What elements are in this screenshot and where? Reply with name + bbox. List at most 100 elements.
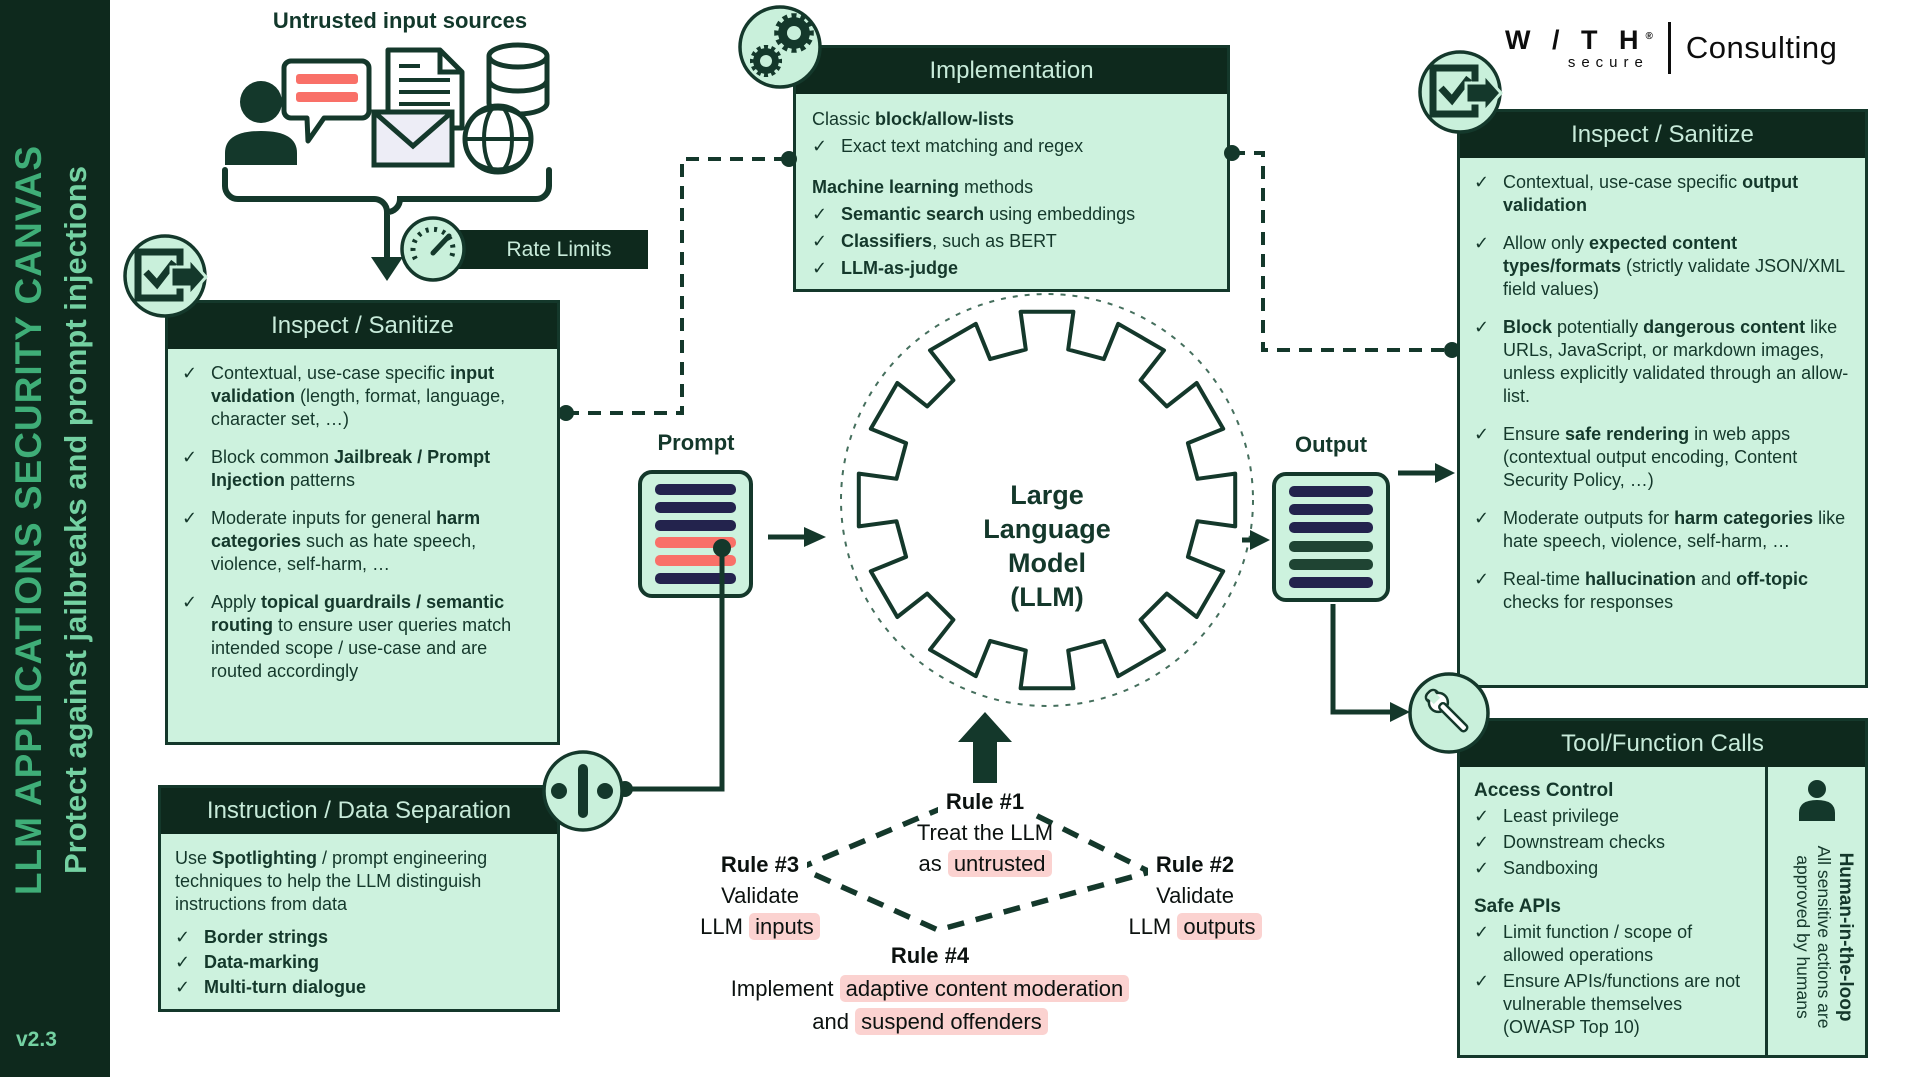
- list-item: ✓Limit function / scope of allowed opera…: [1474, 922, 1693, 965]
- access-control-heading: Access Control: [1474, 780, 1614, 801]
- prompt-document: [638, 470, 753, 598]
- list-item: ✓Real-time hallucination and off-topic c…: [1474, 569, 1809, 612]
- check-icon: ✓: [1474, 317, 1490, 337]
- list-item: ✓Block potentially dangerous content lik…: [1474, 317, 1849, 406]
- check-icon: ✓: [182, 592, 198, 612]
- text-line-navy: [1289, 504, 1373, 516]
- check-icon: ✓: [1474, 806, 1490, 826]
- globe-icon: [462, 103, 534, 175]
- check-icon: ✓: [175, 977, 191, 997]
- implementation-ml-list: ✓Semantic search using embeddings ✓Class…: [812, 203, 1211, 280]
- safe-apis-heading: Safe APIs: [1474, 896, 1561, 917]
- brand-wth: W / T H: [1505, 25, 1646, 55]
- instruction-checklist: ✓Border strings ✓Data-marking ✓Multi-tur…: [175, 926, 543, 999]
- email-icon: [371, 109, 455, 168]
- output-label: Output: [1294, 432, 1368, 457]
- text-line-navy: [1289, 576, 1373, 588]
- text-line-green: [1289, 540, 1373, 552]
- person-icon: [1798, 780, 1835, 821]
- text-line-navy: [655, 572, 736, 584]
- human-in-the-loop-text: All sensitive actions are approved by hu…: [1792, 845, 1834, 1029]
- check-icon: ✓: [182, 508, 198, 528]
- sidebar: [0, 0, 110, 1077]
- text-line-navy: [655, 501, 736, 513]
- list-item: ✓Sandboxing: [1474, 858, 1599, 878]
- withsecure-wordmark: W / T H® secure: [1505, 25, 1653, 71]
- check-icon: ✓: [1474, 569, 1490, 589]
- rule-1: Rule #1 Treat the LLM as untrusted: [865, 786, 1105, 879]
- human-in-the-loop-rotated-text: Human-in-the-loop All sensitive actions …: [1778, 821, 1856, 1053]
- rule-4: Rule #4 Implement adaptive content moder…: [710, 939, 1150, 1038]
- check-icon: ✓: [175, 927, 191, 947]
- check-icon: ✓: [182, 447, 198, 467]
- check-icon: ✓: [1474, 172, 1490, 192]
- check-icon: ✓: [1474, 971, 1490, 991]
- check-icon: ✓: [1474, 858, 1490, 878]
- withsecure-consulting-logo: W / T H® secure Consulting: [1505, 22, 1837, 74]
- sidebar-rotated-text: LLM APPLICATIONS SECURITY CANVAS Protect…: [5, 70, 105, 970]
- inspect-sanitize-input-box: Inspect / Sanitize ✓Contextual, use-case…: [165, 300, 560, 745]
- list-item: ✓Ensure APIs/functions are not vulnerabl…: [1474, 971, 1741, 1037]
- text-line-navy: [1289, 522, 1373, 534]
- check-icon: ✓: [812, 258, 828, 278]
- check-icon: ✓: [175, 952, 191, 972]
- check-icon: ✓: [1474, 508, 1490, 528]
- canvas-subtitle: Protect against jailbreaks and prompt in…: [58, 166, 93, 875]
- brand-secure: secure: [1567, 54, 1649, 71]
- safe-apis-list: ✓Limit function / scope of allowed opera…: [1474, 921, 1755, 1039]
- rule-1-label: Rule #1: [937, 786, 1033, 817]
- list-item: ✓Data-marking: [175, 952, 320, 972]
- prompt-label: Prompt: [657, 430, 735, 455]
- list-item: ✓Exact text matching and regex: [812, 136, 1084, 156]
- list-item: ✓Contextual, use-case specific output va…: [1474, 172, 1799, 215]
- text-line-navy: [655, 519, 736, 531]
- output-document: [1272, 472, 1390, 602]
- untrusted-input-sources-title: Untrusted input sources: [272, 8, 528, 33]
- inspect-input-checklist: ✓Contextual, use-case specific input val…: [182, 362, 543, 683]
- list-item: ✓Ensure safe rendering in web apps (cont…: [1474, 424, 1798, 490]
- registered-mark: ®: [1645, 31, 1653, 42]
- human-in-the-loop-heading: Human-in-the-loop: [1834, 852, 1856, 1022]
- rule-3-label: Rule #3: [712, 849, 808, 880]
- rule-3: Rule #3 Validate LLM inputs: [655, 849, 865, 942]
- check-icon: ✓: [1474, 233, 1490, 253]
- access-control-list: ✓Least privilege ✓Downstream checks ✓San…: [1474, 805, 1755, 880]
- list-item: ✓LLM-as-judge: [812, 258, 958, 278]
- text-line-navy: [1289, 486, 1373, 497]
- list-item: ✓Contextual, use-case specific input val…: [182, 363, 506, 429]
- canvas-title: LLM APPLICATIONS SECURITY CANVAS: [8, 144, 49, 896]
- inspect-sanitize-output-box: Inspect / Sanitize ✓Contextual, use-case…: [1457, 109, 1868, 688]
- rate-limits-label: Rate Limits: [450, 230, 648, 269]
- instruction-data-separation-title: Instruction / Data Separation: [161, 788, 557, 834]
- rule-2-label: Rule #2: [1147, 849, 1243, 880]
- list-item: ✓Moderate outputs for harm categories li…: [1474, 508, 1846, 551]
- instruction-intro: Use Spotlighting / prompt engineering te…: [175, 848, 488, 914]
- logo-divider: [1667, 22, 1671, 74]
- rule1-up-arrow: [958, 712, 1012, 783]
- list-item: ✓Multi-turn dialogue: [175, 977, 366, 997]
- chat-bubble-icon: [281, 58, 372, 144]
- tool-function-calls-box: Tool/Function Calls Access Control ✓Leas…: [1457, 718, 1868, 1058]
- implementation-group-heading: Machine learning methods: [812, 177, 1034, 197]
- tool-function-calls-title: Tool/Function Calls: [1460, 721, 1865, 767]
- database-icon: [486, 42, 550, 117]
- check-icon: ✓: [1474, 424, 1490, 444]
- check-icon: ✓: [812, 136, 828, 156]
- list-item: ✓Classifiers, such as BERT: [812, 231, 1057, 251]
- implementation-box: Implementation Classic block/allow-lists…: [793, 45, 1230, 292]
- user-icon: [225, 81, 297, 165]
- check-icon: ✓: [812, 231, 828, 251]
- implementation-classic-list: ✓Exact text matching and regex: [812, 135, 1211, 158]
- list-item: ✓Downstream checks: [1474, 832, 1666, 852]
- text-line-green: [1289, 558, 1373, 570]
- list-item: ✓Semantic search using embeddings: [812, 204, 1136, 224]
- implementation-group-heading: Classic block/allow-lists: [812, 109, 1015, 129]
- list-item: ✓Least privilege: [1474, 806, 1620, 826]
- list-item: ✓Allow only expected content types/forma…: [1474, 233, 1845, 299]
- implementation-title: Implementation: [796, 48, 1227, 94]
- text-line-red: [655, 555, 736, 567]
- instruction-data-separation-box: Instruction / Data Separation Use Spotli…: [158, 785, 560, 1012]
- version-label: v2.3: [16, 1028, 57, 1051]
- list-item: ✓Block common Jailbreak / Prompt Injecti…: [182, 447, 491, 490]
